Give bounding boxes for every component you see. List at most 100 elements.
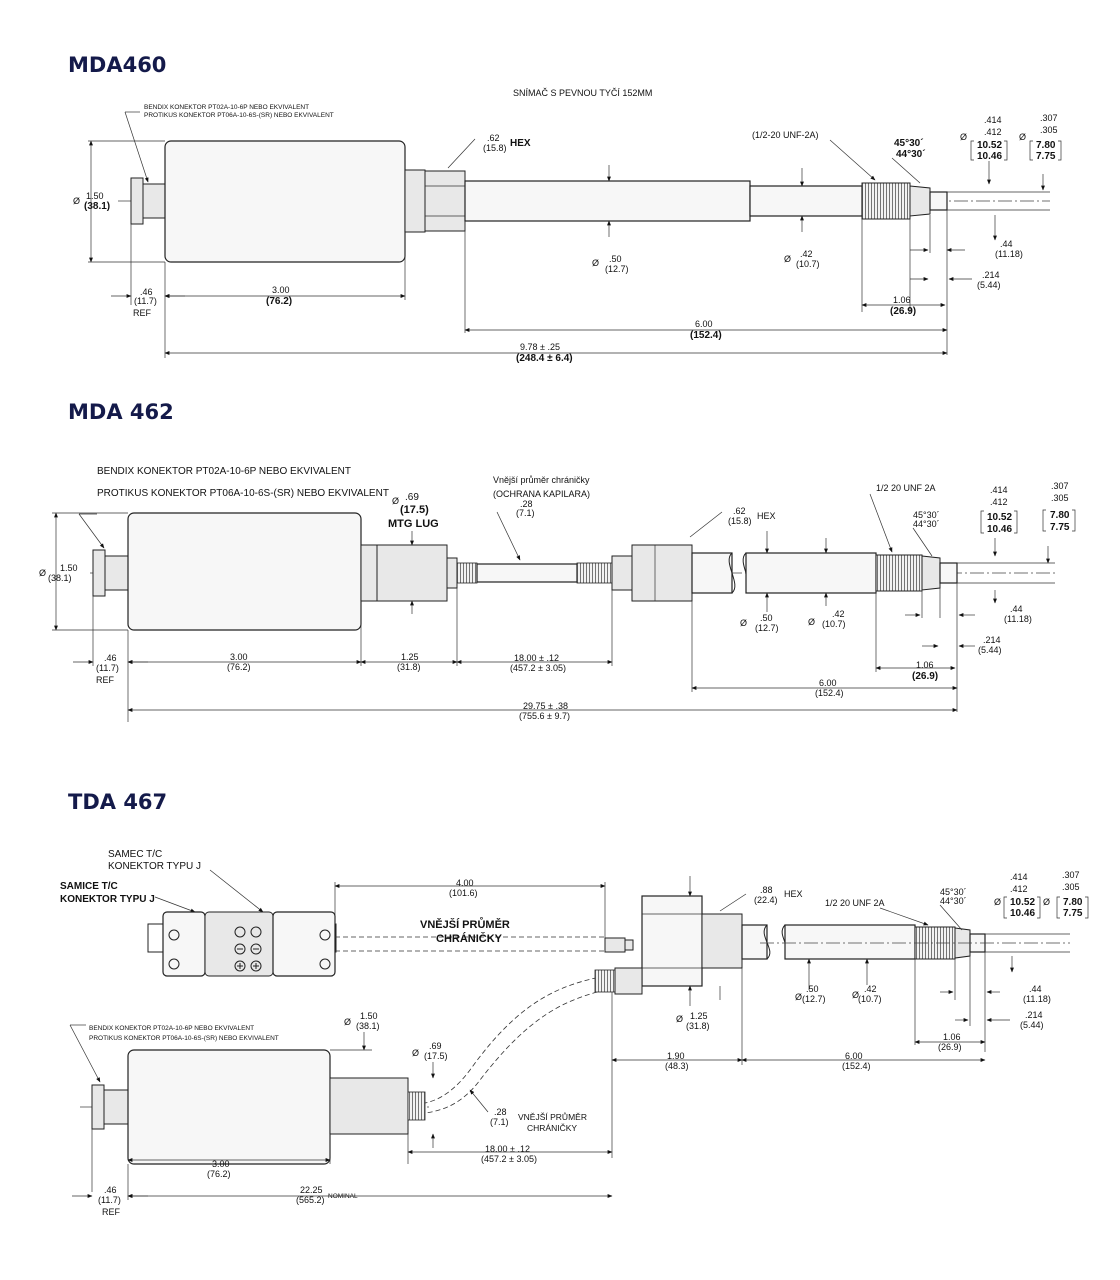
mda460-connector-label-2: PROTIKUS KONEKTOR PT06A-10-6S-(SR) NEBO … (144, 112, 334, 119)
svg-text:1.06: 1.06 (943, 1032, 961, 1042)
mda462-connector-label-2: PROTIKUS KONEKTOR PT06A-10-6S-(SR) NEBO … (97, 488, 389, 499)
svg-text:.46: .46 (104, 1185, 117, 1195)
svg-text:1.25: 1.25 (401, 652, 419, 662)
svg-text:(26.9): (26.9) (890, 306, 916, 317)
svg-text:(48.3): (48.3) (665, 1061, 689, 1071)
mda460-connector-plug (130, 177, 144, 225)
screw-icon (168, 958, 180, 970)
svg-text:(38.1): (38.1) (356, 1021, 380, 1031)
tda467-section: TDA 467 SAMEC T/C KONEKTOR TYPU J SAMICE… (60, 790, 1089, 1217)
svg-text:3.00: 3.00 (272, 285, 290, 295)
svg-text:(11.18): (11.18) (1004, 614, 1032, 624)
svg-text:.50: .50 (806, 984, 819, 994)
svg-text:.305: .305 (1040, 125, 1058, 135)
mda462-section: MDA 462 BENDIX KONEKTOR PT02A-10-6P NEBO… (39, 400, 1076, 722)
svg-text:.44: .44 (1000, 239, 1013, 249)
mda462-hex-nut (631, 544, 693, 602)
svg-text:1/2 20 UNF 2A: 1/2 20 UNF 2A (825, 898, 885, 908)
svg-text:.44: .44 (1010, 604, 1023, 614)
svg-text:.62: .62 (487, 133, 500, 143)
svg-text:.42: .42 (832, 609, 845, 619)
svg-text:KONEKTOR TYPU J: KONEKTOR TYPU J (60, 894, 155, 905)
svg-text:(152.4): (152.4) (815, 688, 844, 698)
svg-text:Ø: Ø (852, 990, 859, 1000)
svg-text:(10.7): (10.7) (796, 259, 820, 269)
svg-text:REF: REF (96, 675, 115, 685)
svg-text:.62: .62 (733, 506, 746, 516)
svg-text:1.50: 1.50 (60, 563, 78, 573)
svg-text:(11.7): (11.7) (98, 1195, 121, 1205)
svg-text:(11.18): (11.18) (995, 249, 1023, 259)
svg-text:Ø: Ø (344, 1017, 351, 1027)
svg-text:45°30´: 45°30´ (913, 510, 940, 520)
svg-text:(5.44): (5.44) (978, 645, 1002, 655)
svg-text:KONEKTOR TYPU J: KONEKTOR TYPU J (108, 861, 201, 872)
svg-text:REF: REF (133, 308, 152, 318)
svg-text:.28: .28 (494, 1107, 507, 1117)
mda462-connector-label-1: BENDIX KONEKTOR PT02A-10-6P NEBO EKVIVAL… (97, 466, 351, 477)
svg-text:10.52: 10.52 (1010, 897, 1035, 908)
mda462-rod (745, 552, 877, 594)
svg-text:(755.6 ± 9.7): (755.6 ± 9.7) (519, 711, 570, 721)
svg-text:Ø: Ø (740, 618, 747, 628)
svg-text:(76.2): (76.2) (266, 296, 292, 307)
mda460-connector-nut (142, 183, 166, 219)
svg-text:SAMICE T/C: SAMICE T/C (60, 881, 118, 892)
svg-text:.44: .44 (1029, 984, 1042, 994)
svg-text:.412: .412 (990, 497, 1008, 507)
svg-text:10.52: 10.52 (977, 140, 1002, 151)
svg-text:7.80: 7.80 (1036, 140, 1056, 151)
svg-text:3.00: 3.00 (212, 1159, 230, 1169)
mda460-dia-label: 1.50 (86, 191, 104, 201)
svg-text:(31.8): (31.8) (686, 1021, 710, 1031)
mda462-thread (875, 554, 923, 592)
mda462-title: MDA 462 (68, 400, 174, 424)
svg-text:(15.8): (15.8) (728, 516, 752, 526)
mda460-connector-label-1: BENDIX KONEKTOR PT02A-10-6P NEBO EKVIVAL… (144, 104, 309, 111)
svg-text:.50: .50 (609, 254, 622, 264)
svg-text:.412: .412 (1010, 884, 1028, 894)
svg-text:7.75: 7.75 (1063, 908, 1083, 919)
svg-text:(15.8): (15.8) (483, 143, 507, 153)
svg-text:7.75: 7.75 (1036, 151, 1056, 162)
mda460-thread (861, 182, 911, 220)
svg-text:.69: .69 (405, 492, 419, 503)
svg-text:(5.44): (5.44) (1020, 1020, 1044, 1030)
svg-text:.305: .305 (1062, 882, 1080, 892)
pin-icon (234, 926, 246, 938)
svg-text:.214: .214 (983, 635, 1001, 645)
svg-text:.28: .28 (520, 499, 533, 509)
svg-text:(457.2 ± 3.05): (457.2 ± 3.05) (510, 663, 566, 673)
svg-text:.414: .414 (984, 115, 1002, 125)
svg-text:.46: .46 (140, 287, 153, 297)
svg-text:(152.4): (152.4) (690, 330, 722, 341)
svg-text:(11.18): (11.18) (1023, 994, 1051, 1004)
svg-text:Ø: Ø (960, 132, 967, 142)
svg-text:Ø: Ø (392, 496, 399, 506)
svg-text:1.25: 1.25 (690, 1011, 708, 1021)
svg-text:.414: .414 (990, 485, 1008, 495)
svg-text:1.90: 1.90 (667, 1051, 685, 1061)
svg-text:Ø: Ø (994, 897, 1001, 907)
mda462-connector-plug (92, 549, 106, 597)
svg-text:1.06: 1.06 (916, 660, 934, 670)
svg-text:.214: .214 (982, 270, 1000, 280)
svg-text:HEX: HEX (784, 889, 803, 899)
svg-text:44°30´: 44°30´ (896, 149, 926, 160)
svg-text:(17.5): (17.5) (424, 1051, 448, 1061)
svg-text:.307: .307 (1051, 481, 1069, 491)
svg-text:(7.1): (7.1) (490, 1117, 509, 1127)
tda467-title: TDA 467 (68, 790, 167, 814)
svg-text:(12.7): (12.7) (802, 994, 826, 1004)
svg-text:.214: .214 (1025, 1010, 1043, 1020)
mda462-sheath (476, 563, 578, 583)
svg-text:.50: .50 (760, 613, 773, 623)
svg-text:Ø: Ø (412, 1048, 419, 1058)
svg-text:7.80: 7.80 (1063, 897, 1083, 908)
svg-text:10.52: 10.52 (987, 512, 1012, 523)
svg-text:BENDIX KONEKTOR PT02A-10-6P NE: BENDIX KONEKTOR PT02A-10-6P NEBO EKVIVAL… (89, 1025, 254, 1032)
svg-text:.307: .307 (1040, 113, 1058, 123)
tda467-hex-body (641, 895, 703, 987)
svg-text:SAMEC T/C: SAMEC T/C (108, 849, 162, 860)
plus-pin-icon (250, 960, 262, 972)
